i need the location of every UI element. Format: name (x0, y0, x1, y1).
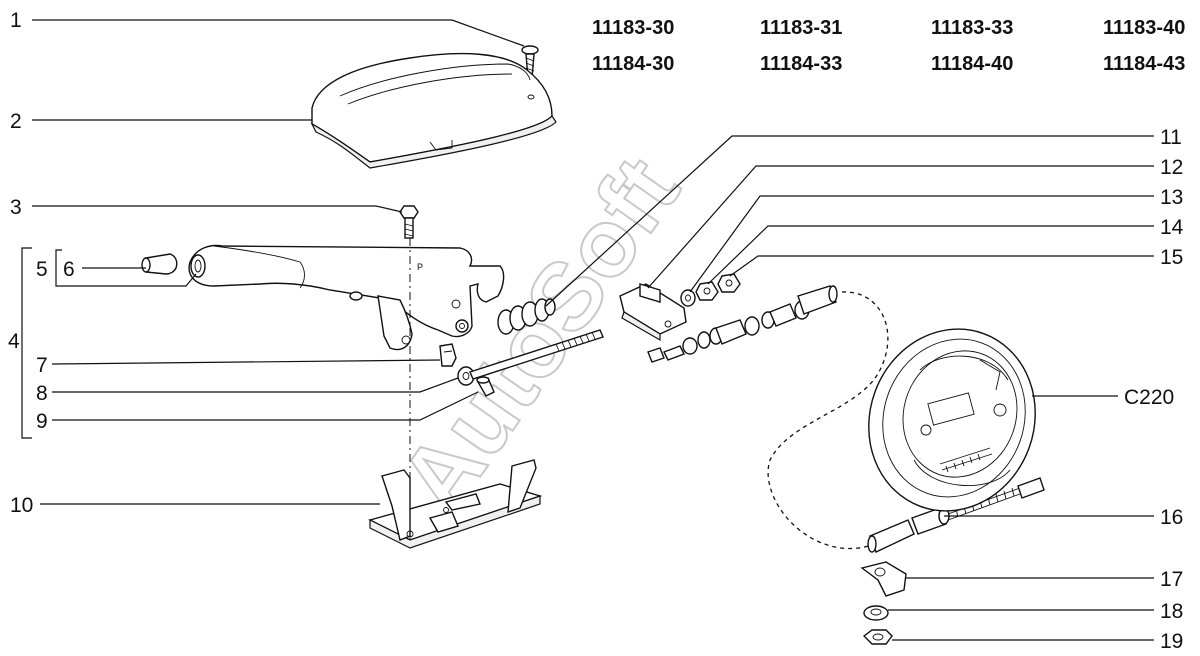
part-19-nut (862, 629, 893, 645)
svg-text:P: P (417, 262, 423, 272)
part-10-bracket (368, 459, 543, 549)
part-11-boot (497, 298, 556, 335)
callout-17: 17 (1160, 568, 1183, 591)
callout-14: 14 (1160, 216, 1184, 239)
part-3-bolt (399, 205, 419, 239)
callout-5: 5 (36, 258, 48, 281)
callout-12: 12 (1160, 156, 1183, 179)
part-15-locknut (717, 273, 741, 293)
part-6-button (141, 253, 178, 275)
model-number: 11184-33 (760, 53, 842, 75)
callout-2: 2 (10, 110, 22, 133)
callout-3: 3 (10, 196, 22, 219)
model-number: 11183-30 (592, 17, 674, 39)
part-12-equalizer (619, 283, 687, 342)
callout-4: 4 (8, 330, 20, 353)
model-number: 11184-30 (592, 53, 674, 75)
part-9-pin (476, 376, 495, 397)
callout-c220: C220 (1124, 386, 1174, 409)
part-18-washer (863, 605, 889, 621)
part-2-cover (310, 52, 557, 169)
callout-6: 6 (63, 258, 75, 281)
model-number: 11183-31 (760, 17, 842, 39)
model-number: 11183-33 (931, 17, 1013, 39)
callout-10: 10 (10, 494, 33, 517)
part-17-clip (860, 561, 907, 597)
model-number: 11184-43 (1103, 53, 1185, 75)
callout-7: 7 (36, 354, 48, 377)
callouts: 1 2 3 4 5 6 7 8 9 10 11 12 13 14 15 C220… (8, 9, 1184, 653)
callout-1: 1 (10, 9, 22, 32)
model-numbers: 11183-30 11184-30 11183-31 11184-33 1118… (592, 17, 1185, 75)
callout-16: 16 (1160, 506, 1183, 529)
part-5-lever: P (188, 244, 505, 351)
callout-18: 18 (1160, 600, 1183, 623)
part-c220-brake-assembly (868, 328, 1036, 512)
callout-13: 13 (1160, 186, 1183, 209)
part-14-nut (695, 281, 719, 301)
callout-8: 8 (36, 382, 48, 405)
callout-15: 15 (1160, 246, 1183, 269)
part-7-clip (439, 343, 457, 367)
part-13-washer (680, 289, 696, 307)
callout-9: 9 (36, 410, 48, 433)
adjuster-rod (469, 329, 604, 380)
model-number: 11183-40 (1103, 17, 1185, 39)
leader-lines (21, 19, 1154, 641)
model-number: 11184-40 (931, 53, 1013, 75)
brake-cable-upper (647, 285, 838, 363)
callout-19: 19 (1160, 630, 1183, 653)
brake-cable-flex (767, 291, 889, 550)
callout-11: 11 (1160, 126, 1182, 149)
